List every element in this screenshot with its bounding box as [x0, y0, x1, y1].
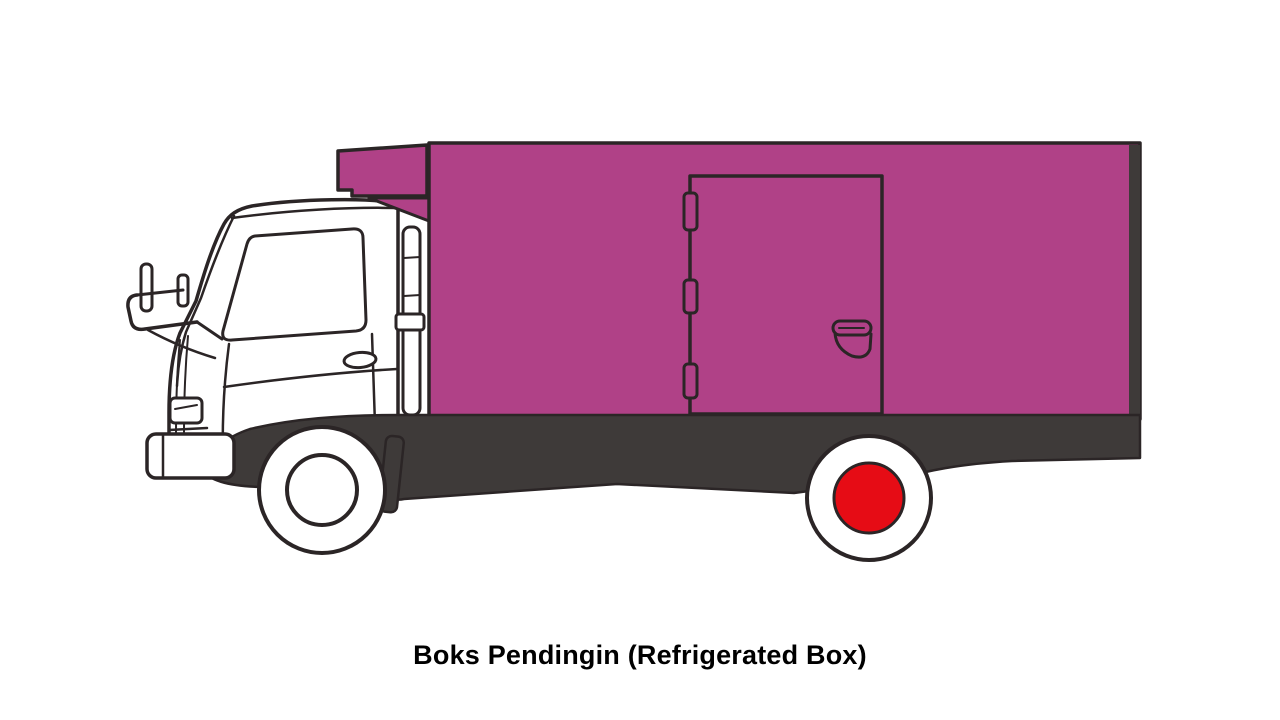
mirror-arm-lower [146, 328, 217, 360]
refrigeration-unit-group [336, 143, 431, 223]
front-wheel-group [257, 425, 387, 555]
door-hinge-middle [682, 278, 699, 315]
door-character-line [222, 367, 399, 389]
cargo-box-rear-edge [1129, 145, 1140, 418]
cargo-box-group [427, 141, 1142, 421]
door-handle-pocket [833, 331, 873, 359]
rear-wheel-group [805, 434, 933, 562]
mirror-bracket-hook [126, 293, 199, 332]
mirror-arm-diagonal [195, 320, 224, 341]
rear-hub-red-marker [832, 461, 906, 535]
refrigeration-unit [336, 143, 429, 198]
mirror-bracket-top [135, 288, 185, 297]
front-bumper-group [145, 432, 236, 480]
cab-rear-panel-tick-1 [403, 256, 421, 259]
door-hinge-top [682, 191, 699, 232]
headlight-inner-line [174, 404, 198, 410]
cab-side-window [221, 227, 368, 342]
mirror-arm-post-1 [139, 262, 154, 313]
front-rim [285, 453, 359, 527]
door-handle [831, 319, 873, 359]
door-hinge-bottom [682, 362, 699, 400]
door-seam-rear [370, 332, 377, 427]
cab-roof-line [230, 206, 398, 220]
front-bumper [145, 432, 236, 480]
cargo-box-body [427, 141, 1142, 421]
cab-rear-panel-clamp [394, 312, 426, 332]
caption-label: Boks Pendingin (Refrigerated Box) [413, 640, 867, 670]
front-step-line [167, 426, 209, 432]
cab-door-handle [342, 350, 378, 370]
cab-rear-panel-tick-2 [403, 294, 421, 297]
headlight [168, 396, 204, 425]
